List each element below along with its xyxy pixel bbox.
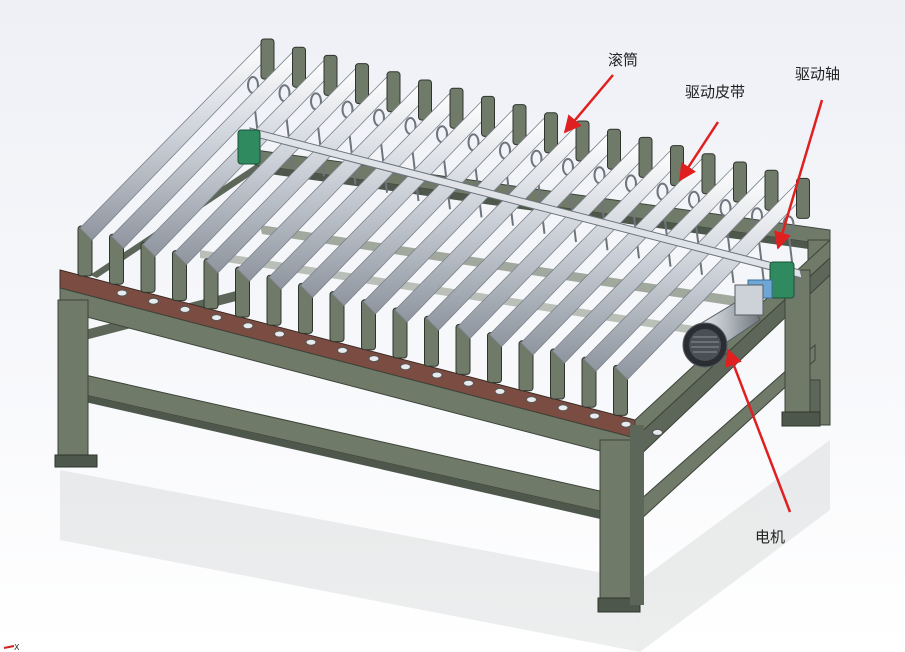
rail-bolt [652,428,663,436]
frame-legs [54,269,821,613]
drive-shaft-arrow [774,99,824,250]
drive-shaft-label: 驱动轴 [795,65,841,83]
rail-bolt [557,404,569,412]
rail-bolt [305,338,317,346]
drive-belt-label: 驱动皮带 [685,83,746,101]
rail-bolt [431,371,443,379]
svg-text:X: X [14,643,20,652]
rail-bolt [620,420,632,428]
rail-bolt [337,346,348,354]
rail-bolt [463,379,474,387]
motor-arrow [725,348,792,513]
callout-arrows [563,74,824,513]
roller-bracket-back [796,177,810,219]
roller-arrow [563,74,614,134]
rail-bolt [116,289,128,297]
roller-array [77,38,811,436]
motor [682,284,764,368]
rail-bolt [148,297,159,305]
rail-bolt [494,387,506,395]
rail-bolt [368,355,380,363]
drive-belt-arrow [678,121,720,182]
axis-triad: X [3,643,20,652]
motor-label: 电机 [755,528,786,546]
rail-bolt [242,322,254,330]
bearing-block-left [237,129,261,165]
rail-bolt [589,412,600,420]
rail-bolt [179,305,191,313]
bearing-block-right [769,261,795,299]
rail-bolt [274,330,285,338]
roller-label: 滚筒 [608,51,639,69]
rail-bolt [400,363,411,371]
rail-bolt [526,396,537,404]
rail-bolt [211,314,222,322]
